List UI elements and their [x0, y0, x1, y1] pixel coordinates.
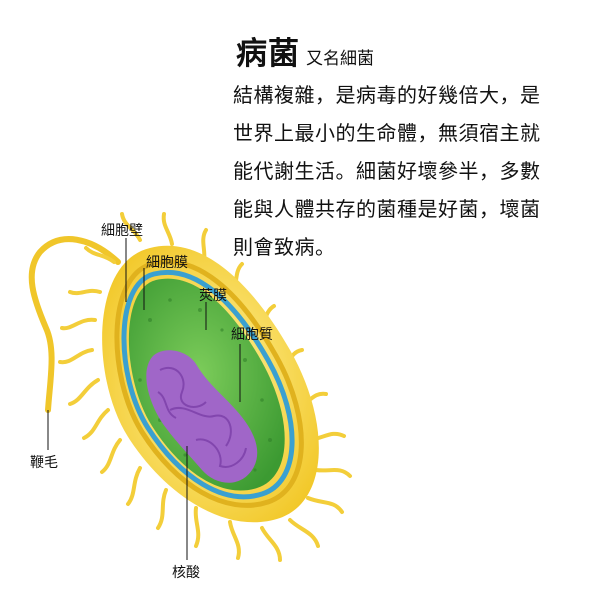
- title-main: 病菌: [236, 36, 300, 72]
- page-title: 病菌又名細菌: [236, 28, 374, 73]
- description-line: 能與人體共存的菌種是好菌，壞菌: [233, 197, 541, 221]
- description-line: 則會致病。: [233, 235, 336, 259]
- cell-wall: [114, 259, 304, 508]
- label-flagellum: 鞭毛: [30, 455, 58, 471]
- flagellum: [28, 236, 121, 413]
- description-line: 結構複雜，是病毒的好幾倍大，是: [233, 83, 541, 107]
- label-cell-membrane: 細胞膜: [146, 255, 188, 271]
- description: 結構複雜，是病毒的好幾倍大，是 世界上最小的生命體，無須宿主就 能代謝生活。細菌…: [233, 76, 578, 266]
- label-cytoplasm: 細胞質: [231, 327, 273, 343]
- label-capsule: 莢膜: [199, 288, 227, 304]
- leader-lines: [47, 238, 241, 560]
- nucleic-acid: [146, 350, 258, 483]
- nucleic-acid-strands: [157, 367, 247, 468]
- title-alias: 又名細菌: [306, 49, 374, 69]
- label-nucleic-acid: 核酸: [172, 565, 200, 581]
- description-line: 世界上最小的生命體，無須宿主就: [233, 121, 541, 145]
- label-cell-wall: 細胞壁: [101, 223, 143, 239]
- cell-membrane: [121, 269, 295, 500]
- description-line: 能代謝生活。細菌好壞參半，多數: [233, 159, 541, 183]
